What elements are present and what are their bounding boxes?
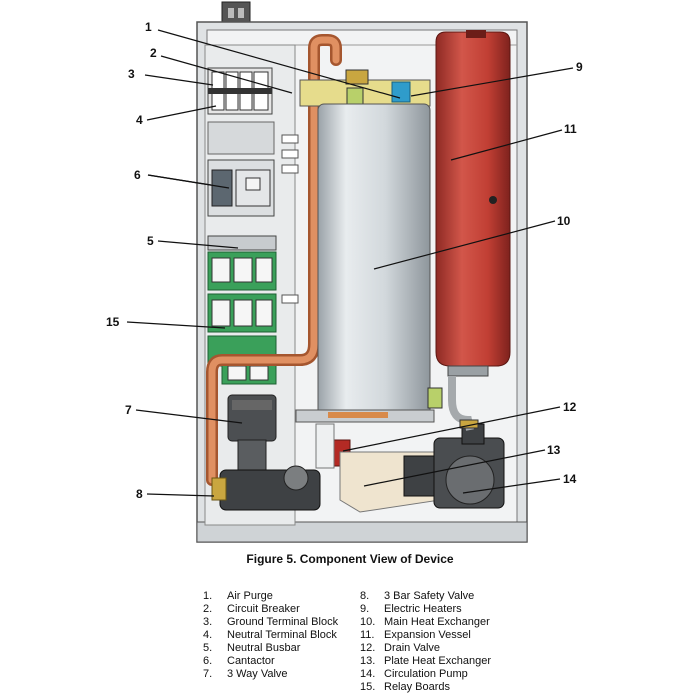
callout-3: 3 (128, 67, 135, 81)
legend-label: Main Heat Exchanger (384, 616, 490, 628)
legend-label: Neutral Busbar (227, 642, 301, 654)
legend-label: Plate Heat Exchanger (384, 655, 492, 667)
legend-item: 8. 3 Bar Safety Valve (360, 590, 491, 603)
legend-number: 6. (203, 655, 213, 667)
figure-caption: Figure 5. Component View of Device (246, 552, 454, 566)
legend-label: Cantactor (227, 655, 275, 667)
device-component-diagram: 1 2 3 4 6 5 15 7 8 9 11 10 12 13 14 (106, 1, 583, 543)
legend-label: Electric Heaters (384, 603, 462, 615)
legend-label: Expansion Vessel (384, 629, 471, 641)
legend-label: 3 Way Valve (227, 668, 288, 680)
legend-number: 10. (360, 616, 376, 628)
legend-number: 3. (203, 616, 213, 628)
callout-9: 9 (576, 60, 583, 74)
legend-item: 14. Circulation Pump (360, 668, 491, 681)
legend-item: 7. 3 Way Valve (203, 668, 338, 681)
callout-8: 8 (136, 487, 143, 501)
legend-item: 6. Cantactor (203, 655, 338, 668)
legend-number: 9. (360, 603, 370, 615)
legend-item: 10. Main Heat Exchanger (360, 616, 491, 629)
callout-4: 4 (136, 113, 143, 127)
callout-11: 11 (564, 122, 577, 136)
legend-item: 12. Drain Valve (360, 642, 491, 655)
main-heat-exchanger (295, 69, 435, 423)
callout-10: 10 (557, 214, 571, 228)
legend-label: Neutral Terminal Block (227, 629, 337, 641)
legend-item: 4. Neutral Terminal Block (203, 629, 338, 642)
legend-number: 12. (360, 642, 376, 654)
top-connector (221, 1, 251, 23)
legend-item: 9. Electric Heaters (360, 603, 491, 616)
legend-number: 7. (203, 668, 213, 680)
legend-label: Circulation Pump (384, 668, 468, 680)
legend-label: 3 Bar Safety Valve (384, 590, 475, 602)
legend-item: 3. Ground Terminal Block (203, 616, 338, 629)
legend-label: Air Purge (227, 590, 273, 602)
legend-item: 11. Expansion Vessel (360, 629, 491, 642)
callout-6: 6 (134, 168, 141, 182)
legend-label: Relay Boards (384, 681, 451, 693)
legend-item: 1. Air Purge (203, 590, 338, 603)
legend-number: 14. (360, 668, 376, 680)
callout-numbers: 1 2 3 4 6 5 15 7 8 9 11 10 12 13 14 (106, 20, 583, 501)
callout-13: 13 (547, 443, 561, 457)
callout-15: 15 (106, 315, 120, 329)
legend-label: Ground Terminal Block (227, 616, 339, 628)
callout-7: 7 (125, 403, 132, 417)
copper-pipe (206, 34, 342, 486)
valves-and-pumps (211, 376, 505, 513)
legend-item: 13. Plate Heat Exchanger (360, 655, 491, 668)
legend-number: 8. (360, 590, 370, 602)
legend-number: 15. (360, 681, 376, 693)
callout-leaders (126, 29, 574, 497)
legend-left-column: 1. Air Purge 2. Circuit Breaker 3. Ground T… (203, 590, 338, 681)
legend-number: 13. (360, 655, 376, 667)
electrical-panel (204, 44, 299, 526)
legend-number: 4. (203, 629, 213, 641)
expansion-vessel (435, 30, 511, 377)
callout-2: 2 (150, 46, 157, 60)
legend-item: 2. Circuit Breaker (203, 603, 338, 616)
legend-label: Circuit Breaker (227, 603, 300, 615)
callout-5: 5 (147, 234, 154, 248)
callout-14: 14 (563, 472, 577, 486)
legend-label: Drain Valve (384, 642, 441, 654)
legend-right-column: 8.3 Bar Safety Valve 9.Electric Heaters … (360, 590, 491, 694)
legend-number: 5. (203, 642, 213, 654)
legend-number: 11. (360, 629, 375, 641)
callout-12: 12 (563, 400, 577, 414)
legend-item: 5. Neutral Busbar (203, 642, 338, 655)
legend-number: 2. (203, 603, 213, 615)
legend-number: 1. (203, 590, 213, 602)
callout-1: 1 (145, 20, 152, 34)
legend-item: 15. Relay Boards (360, 681, 491, 694)
